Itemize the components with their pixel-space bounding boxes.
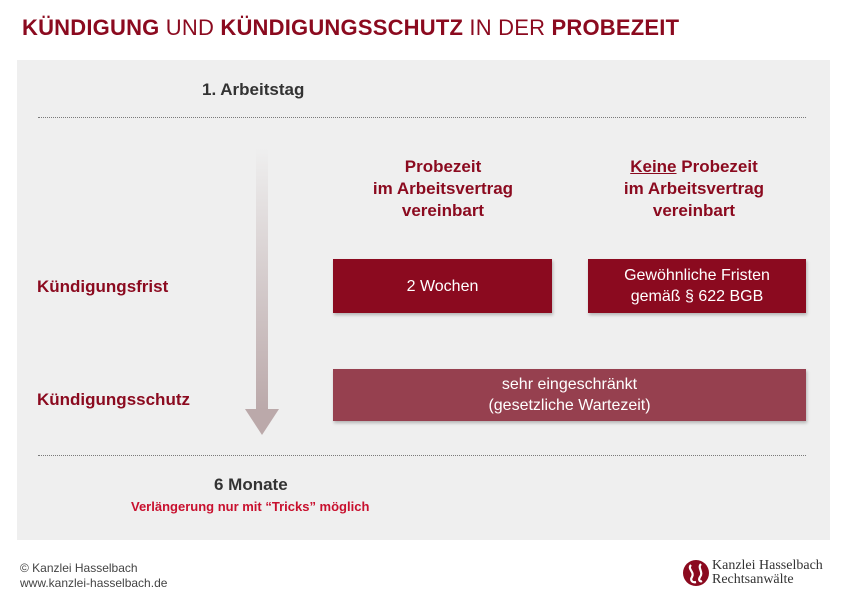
schutz-value-line1: sehr eingeschränkt bbox=[501, 376, 638, 393]
kanzlei-logo-icon bbox=[683, 560, 709, 586]
arrow-down-icon bbox=[245, 409, 279, 435]
logo-line1: Kanzlei Hasselbach bbox=[712, 558, 823, 573]
column-header-line: vereinbart bbox=[652, 201, 736, 220]
logo-line2: Rechtsanwälte bbox=[712, 572, 794, 587]
title-part-in-der: IN DER bbox=[463, 15, 552, 40]
schutz-value-line2: (gesetzliche Wartezeit) bbox=[488, 397, 651, 414]
title-part-probezeit: PROBEZEIT bbox=[551, 15, 680, 40]
timeline-end-label: 6 Monate bbox=[214, 475, 288, 494]
title-part-kuendigung: KÜNDIGUNG bbox=[22, 15, 160, 40]
column-header-line: im Arbeitsvertrag bbox=[372, 179, 514, 198]
column-header-line: vereinbart bbox=[401, 201, 485, 220]
bottom-divider bbox=[38, 455, 806, 456]
logo-text: Kanzlei Hasselbach Rechtsanwälte bbox=[712, 559, 823, 587]
column-header-line: Keine Probezeit bbox=[588, 156, 800, 178]
frist-keine-probezeit-line2: gemäß § 622 BGB bbox=[630, 288, 764, 305]
column-header-keine-probezeit: Keine Probezeit im Arbeitsvertrag verein… bbox=[588, 156, 800, 222]
footer-copyright: © Kanzlei Hasselbach bbox=[20, 561, 138, 575]
row-label-kuendigungsfrist: Kündigungsfrist bbox=[37, 277, 169, 296]
kanzlei-logo: Kanzlei Hasselbach Rechtsanwälte bbox=[682, 559, 832, 591]
top-divider bbox=[38, 117, 806, 118]
frist-keine-probezeit-line1: Gewöhnliche Fristen bbox=[624, 267, 770, 284]
title-part-und: UND bbox=[159, 15, 221, 40]
column-header-line: Probezeit bbox=[404, 157, 482, 176]
footer-credits: © Kanzlei Hasselbach www.kanzlei-hasselb… bbox=[20, 561, 167, 591]
column-header-line: im Arbeitsvertrag bbox=[623, 179, 765, 198]
frist-keine-probezeit-box: Gewöhnliche Fristen gemäß § 622 BGB bbox=[588, 259, 806, 313]
column-header-probezeit: Probezeit im Arbeitsvertrag vereinbart bbox=[333, 156, 553, 222]
column-header-rest: Probezeit bbox=[676, 157, 758, 176]
footer-url: www.kanzlei-hasselbach.de bbox=[20, 576, 168, 590]
schutz-box: sehr eingeschränkt (gesetzliche Wartezei… bbox=[333, 369, 806, 421]
timeline-arrow-shaft bbox=[256, 148, 268, 410]
keyword-keine: Keine bbox=[630, 157, 677, 176]
timeline-start-label: 1. Arbeitstag bbox=[202, 80, 305, 99]
title-part-kuendigungsschutz: KÜNDIGUNGSSCHUTZ bbox=[220, 15, 464, 40]
row-label-kuendigungsschutz: Kündigungsschutz bbox=[37, 390, 190, 409]
timeline-end-note: Verlängerung nur mit “Tricks” möglich bbox=[131, 499, 370, 514]
page-title: KÜNDIGUNG UND KÜNDIGUNGSSCHUTZ IN DER PR… bbox=[22, 15, 679, 41]
frist-probezeit-value: 2 Wochen bbox=[406, 277, 479, 295]
frist-probezeit-box: 2 Wochen bbox=[333, 259, 552, 313]
